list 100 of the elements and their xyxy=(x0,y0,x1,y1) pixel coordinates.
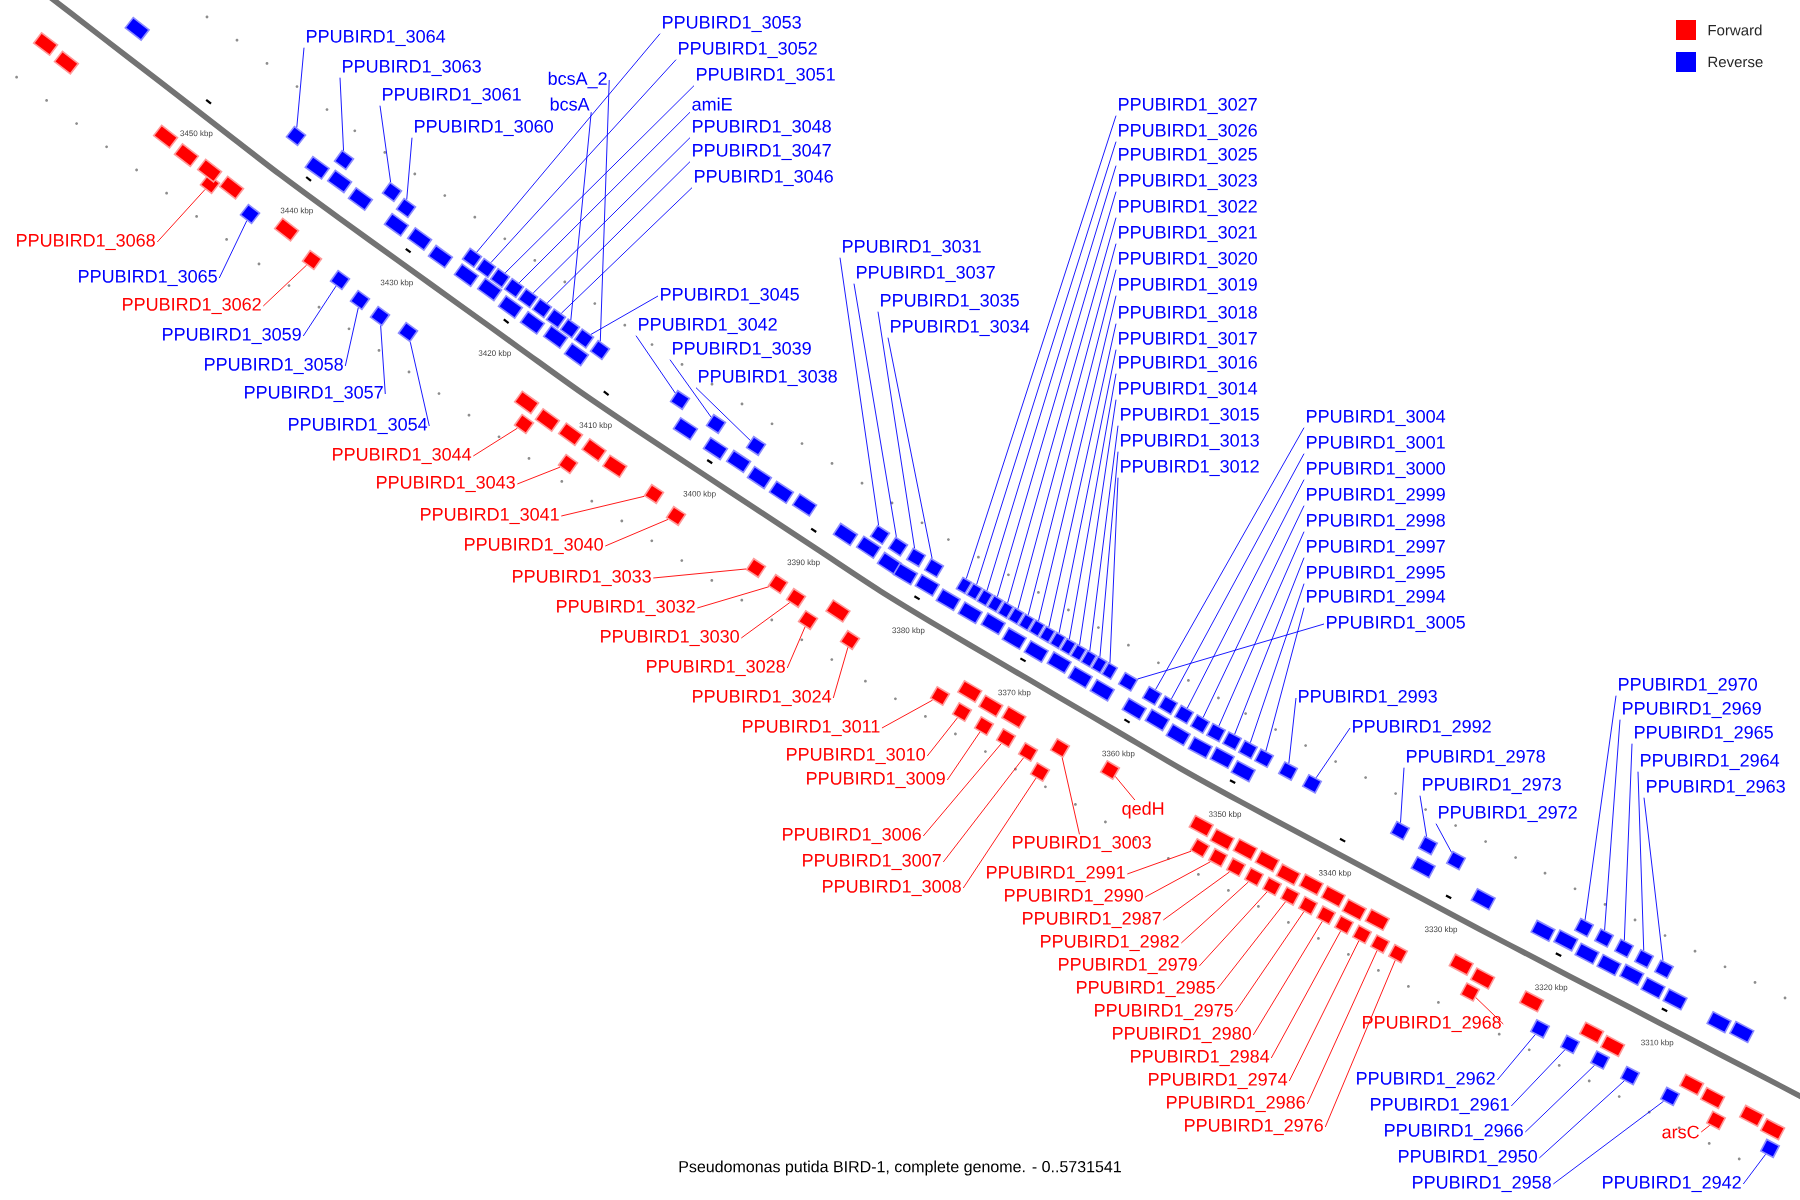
caption: Pseudomonas putida BIRD-1, complete genome. - 0..5731541 xyxy=(679,1160,1121,1176)
gene-box xyxy=(887,536,909,557)
leader-line xyxy=(740,602,791,639)
gene-box xyxy=(349,289,371,311)
gene-label: PPUBIRD1_2965 xyxy=(1635,725,1773,743)
gene-label: PPUBIRD1_3058 xyxy=(205,357,343,375)
leader-line xyxy=(156,189,206,243)
gene-box xyxy=(329,269,351,291)
gene-label: PPUBIRD1_3026 xyxy=(1119,123,1257,141)
gene-label: PPUBIRD1_2982 xyxy=(1041,934,1179,952)
gene-box xyxy=(1640,976,1666,1000)
leader-line xyxy=(1027,269,1117,616)
leader-line xyxy=(1155,427,1305,690)
gene-label: amiE xyxy=(692,97,732,111)
gene-box xyxy=(1759,1117,1786,1141)
leader-line xyxy=(1637,771,1645,951)
gene-box xyxy=(905,547,927,568)
leader-line xyxy=(1524,1064,1595,1133)
gene-box xyxy=(173,142,200,168)
gene-label: bcsA_2 xyxy=(548,71,607,89)
leader-line xyxy=(599,79,610,342)
gene-label: PPUBIRD1_3023 xyxy=(1119,173,1257,191)
gene-label: PPUBIRD1_2984 xyxy=(1131,1049,1270,1067)
gene-label: PPUBIRD1_3068 xyxy=(17,233,155,251)
gene-label: PPUBIRD1_3048 xyxy=(693,119,831,137)
gene-label: PPUBIRD1_2972 xyxy=(1439,805,1577,823)
leader-line xyxy=(262,264,308,307)
gene-label: PPUBIRD1_3024 xyxy=(693,689,832,707)
leader-line xyxy=(946,731,981,781)
gene-box xyxy=(1333,914,1355,935)
leader-line xyxy=(1552,1100,1664,1185)
gene-box xyxy=(1662,987,1688,1011)
gene-label: bcsA xyxy=(550,97,590,111)
gene-box xyxy=(285,125,307,147)
gene-box xyxy=(1633,948,1655,969)
leader-line xyxy=(302,285,337,337)
gene-label: PPUBIRD1_3051 xyxy=(697,67,835,85)
gene-box xyxy=(517,287,539,309)
leader-line xyxy=(839,257,880,526)
gene-box xyxy=(1552,928,1579,952)
gene-box xyxy=(573,327,595,349)
leader-line xyxy=(490,59,677,263)
gene-box xyxy=(767,573,789,595)
leader-line xyxy=(669,359,712,418)
gene-box xyxy=(1706,1010,1732,1034)
gene-label: PPUBIRD1_3063 xyxy=(343,59,481,77)
leader-line xyxy=(1126,850,1192,875)
leader-line xyxy=(922,743,1002,837)
leader-line xyxy=(1315,727,1351,779)
gene-label: PPUBIRD1_2992 xyxy=(1353,719,1491,737)
gene-label: PPUBIRD1_3012 xyxy=(1121,459,1259,477)
leader-line xyxy=(1038,295,1117,622)
gene-label: PPUBIRD1_2976 xyxy=(1185,1118,1323,1136)
gene-label: PPUBIRD1_2991 xyxy=(987,865,1125,883)
gene-box xyxy=(876,551,903,576)
leader-line xyxy=(379,105,392,183)
gene-box xyxy=(1157,694,1179,716)
leader-line xyxy=(1099,451,1119,658)
gene-box xyxy=(669,389,691,411)
gene-box xyxy=(892,562,919,586)
gene-box xyxy=(746,465,773,490)
leader-line xyxy=(218,220,248,279)
gene-box xyxy=(1705,1110,1727,1131)
leader-line xyxy=(1114,775,1136,801)
gene-label: PPUBIRD1_2958 xyxy=(1413,1175,1551,1193)
leader-line xyxy=(786,626,806,669)
gene-box xyxy=(453,262,480,288)
leader-line xyxy=(695,387,751,441)
gene-box xyxy=(1529,1018,1551,1039)
leader-line xyxy=(518,111,691,284)
leader-line xyxy=(1604,719,1621,931)
gene-label: PPUBIRD1_2962 xyxy=(1357,1071,1495,1089)
gene-label: PPUBIRD1_3003 xyxy=(1013,835,1151,853)
gene-box xyxy=(395,197,417,219)
gene-label: PPUBIRD1_3047 xyxy=(693,143,831,161)
leader-line xyxy=(1288,940,1360,1082)
leader-line xyxy=(560,187,693,314)
gene-box xyxy=(326,169,353,194)
gene-label: PPUBIRD1_3010 xyxy=(787,747,925,765)
gene-label: PPUBIRD1_3025 xyxy=(1119,147,1257,165)
gene-box xyxy=(557,453,579,475)
leader-line xyxy=(1058,349,1117,634)
gene-box xyxy=(1173,704,1195,725)
gene-label: PPUBIRD1_2961 xyxy=(1371,1097,1509,1115)
leader-line xyxy=(380,325,386,395)
gene-label: PPUBIRD1_3054 xyxy=(289,417,428,435)
gene-box xyxy=(1301,773,1323,794)
gene-label: PPUBIRD1_3040 xyxy=(465,537,603,555)
leader-line xyxy=(339,77,344,152)
leader-line xyxy=(406,137,413,200)
gene-box xyxy=(1518,989,1545,1013)
gene-label: PPUBIRD1_2974 xyxy=(1149,1072,1288,1090)
gene-box xyxy=(397,321,419,343)
leader-line xyxy=(1475,997,1504,1025)
gene-label: PPUBIRD1_2986 xyxy=(1167,1095,1305,1113)
gene-box xyxy=(1699,1086,1726,1110)
leader-line xyxy=(1700,1124,1711,1133)
gene-label: PPUBIRD1_3019 xyxy=(1119,277,1257,295)
gene-box xyxy=(273,217,300,242)
leader-line xyxy=(476,33,661,253)
